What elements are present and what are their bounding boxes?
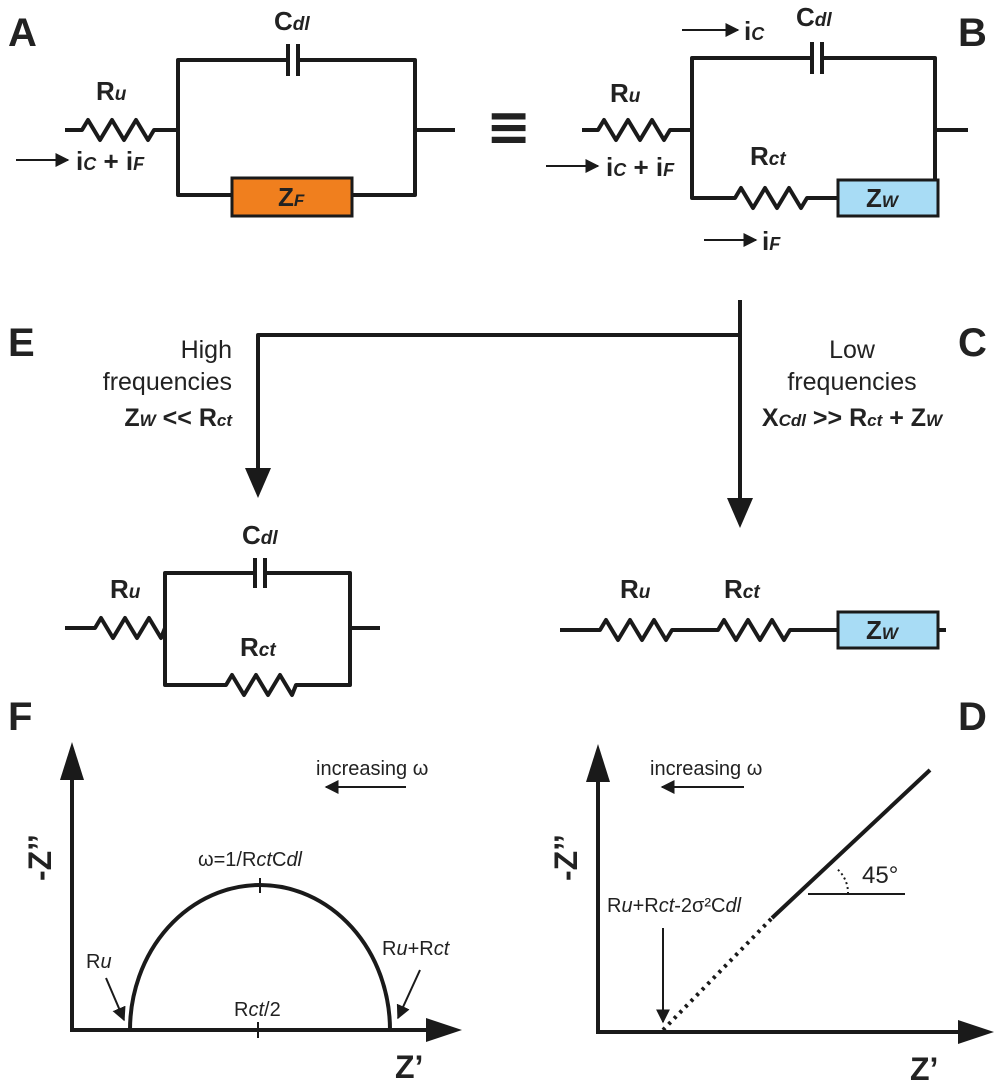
panel-label-e: E [8, 321, 35, 365]
plot-d-direction-note: increasing ω [650, 758, 762, 780]
capacitor-cdl-e [253, 558, 267, 588]
impedance-zf-box [230, 176, 354, 218]
rct-label-c: Rct [724, 574, 760, 604]
low-line1: Low [829, 336, 876, 364]
cdl-label-e: Cdl [242, 520, 278, 550]
plot-f-ruct-label: Ru+Rct [382, 938, 451, 960]
panel-label-c: C [958, 321, 987, 365]
cdl-label-b: Cdl [796, 2, 832, 32]
plot-d-x-arrowhead [958, 1020, 994, 1044]
ic-label: iC [744, 16, 765, 46]
high-frequency-arrow-line [256, 333, 740, 470]
plot-d-ylabel: -Z’’ [548, 834, 584, 881]
if-label: iF [762, 226, 781, 256]
zw-label-c: ZW [866, 615, 900, 645]
high-line2: frequencies [103, 368, 232, 396]
plot-f-ru-arrow [105, 977, 126, 1022]
plot-d-xlabel: Z’ [910, 1051, 938, 1084]
plot-f-x-arrowhead [426, 1018, 462, 1042]
equivalence-symbol: ≡ [486, 95, 531, 158]
panel-label-b: B [958, 11, 987, 55]
rct-label-b: Rct [750, 141, 786, 171]
high-condition: ZW << Rct [124, 404, 233, 432]
circuit-a: ZF Ru Cdl iC + iF [16, 6, 455, 218]
plot-f-peak-label: ω=1/RctCdl [198, 849, 303, 871]
ru-label-a: Ru [96, 76, 127, 106]
ru-label-e: Ru [110, 574, 141, 604]
plot-f-y-arrowhead [60, 742, 84, 780]
panel-label-a: A [8, 11, 37, 55]
high-frequency-arrowhead [245, 468, 271, 498]
plot-d-angle-label: 45° [862, 862, 898, 889]
plot-d: 45° -Z’’ Z’ increasing ω Ru+Rct-2σ²Cdl [548, 744, 994, 1084]
plot-d-extrapolated-line [661, 916, 774, 1032]
cdl-label-a: Cdl [274, 6, 310, 36]
impedance-zw-box-b [836, 178, 940, 218]
resistor-ru-a [65, 118, 178, 142]
capacitor-cdl-b [810, 42, 824, 74]
ru-label-c: Ru [620, 574, 651, 604]
circuit-e: Ru Cdl Rct [65, 520, 380, 697]
plot-f: -Z’’ Z’ increasing ω ω=1/RctCdl Ru Ru+Rc… [22, 742, 462, 1084]
branch-arrows [245, 300, 753, 528]
plot-d-y-arrowhead [586, 744, 610, 782]
plot-f-ru-label: Ru [86, 951, 112, 973]
zf-label: ZF [278, 182, 305, 212]
ru-label-b: Ru [610, 78, 641, 108]
zw-label-b: ZW [866, 183, 900, 213]
capacitor-cdl-a [286, 44, 300, 76]
plot-d-warburg-line [770, 768, 932, 920]
plot-f-xlabel: Z’ [395, 1049, 423, 1084]
rct-label-e: Rct [240, 632, 276, 662]
circuit-b: ZW Ru Cdl Rct iC iC + iF iF [546, 2, 968, 256]
impedance-zw-box-c [836, 610, 940, 650]
high-line1: High [181, 336, 232, 364]
plot-d-intercept-label: Ru+Rct-2σ²Cdl [607, 895, 742, 917]
plot-f-ruct-arrow [396, 969, 421, 1020]
circuit-c: ZW Ru Rct [560, 574, 946, 650]
plot-f-direction-note: increasing ω [316, 758, 428, 780]
panel-label-d: D [958, 695, 987, 739]
total-current-label-a: iC + iF [76, 146, 145, 176]
low-line2: frequencies [787, 368, 916, 396]
plot-d-angle-arc [835, 867, 850, 895]
panel-label-f: F [8, 695, 32, 739]
low-frequency-arrowhead [727, 498, 753, 528]
plot-f-center-label: Rct/2 [234, 999, 281, 1021]
low-condition: XCdl >> Rct + ZW [762, 404, 944, 432]
plot-f-ylabel: -Z’’ [22, 834, 58, 881]
total-current-label-b: iC + iF [606, 152, 675, 182]
